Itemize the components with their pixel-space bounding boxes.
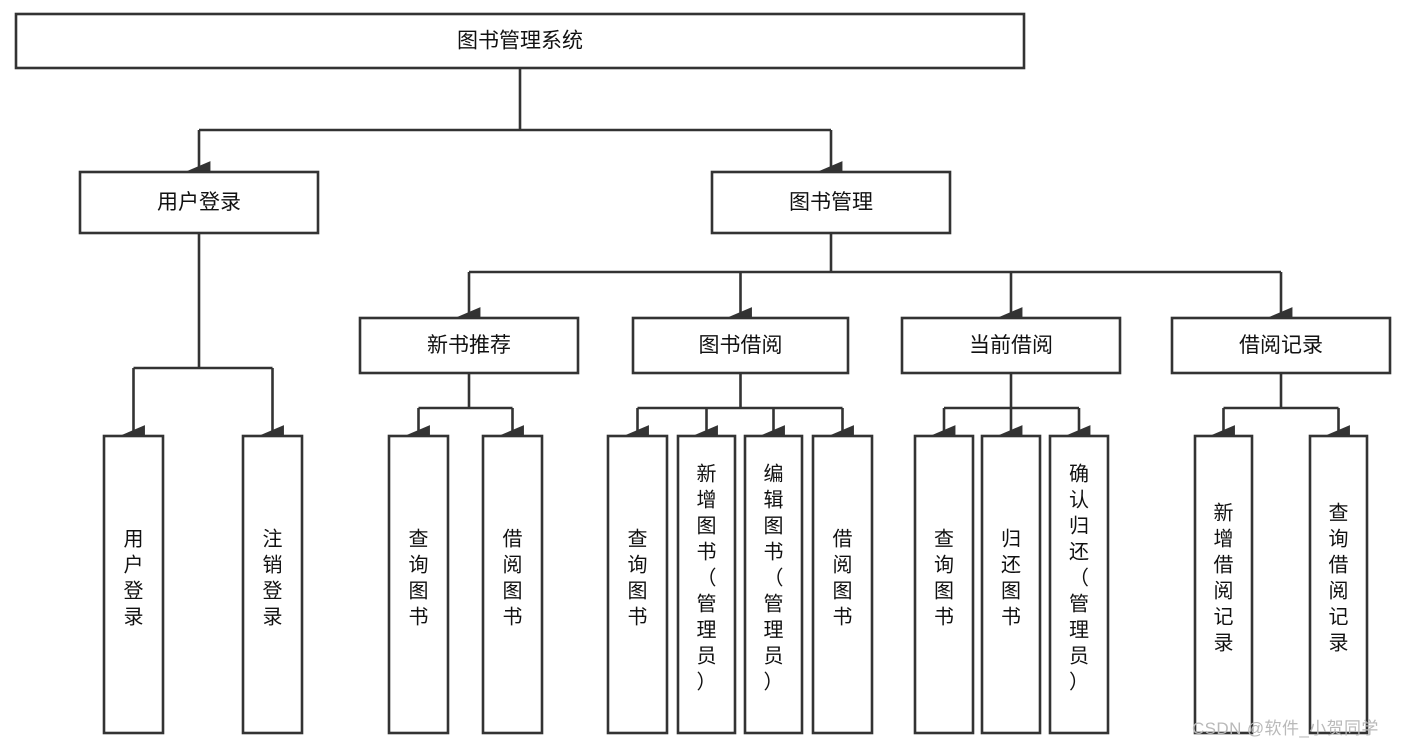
node-label: 图书管理系统 <box>457 30 583 53</box>
node-box <box>387 434 450 735</box>
node-box <box>980 434 1042 735</box>
node-box <box>710 170 952 235</box>
node-label: 查询图书 <box>934 528 954 629</box>
node-leaf-query-book-rec[interactable]: 查询图书 <box>387 434 450 735</box>
node-leaf-borrow-book-rec[interactable]: 借阅图书 <box>481 434 544 735</box>
node-root[interactable]: 图书管理系统 <box>14 12 1026 70</box>
node-user-login[interactable]: 用户登录 <box>78 170 320 235</box>
node-box <box>1048 434 1110 735</box>
node-label: 新增图书（管理员） <box>697 463 717 694</box>
node-box <box>900 316 1122 375</box>
node-label: 用户登录 <box>157 191 241 214</box>
node-box <box>743 434 804 735</box>
node-leaf-borrow-book[interactable]: 借阅图书 <box>811 434 874 735</box>
node-box <box>676 434 737 735</box>
node-box <box>102 434 165 735</box>
node-label: 新书推荐 <box>427 334 511 357</box>
node-label: 借阅记录 <box>1239 334 1323 357</box>
node-box <box>913 434 975 735</box>
node-label: 注销登录 <box>263 528 283 629</box>
node-box <box>14 12 1026 70</box>
node-label: 用户登录 <box>124 529 144 629</box>
node-box <box>358 316 580 375</box>
node-label: 编辑图书（管理员） <box>764 463 784 694</box>
node-box <box>1308 434 1369 735</box>
node-leaf-query-book[interactable]: 查询图书 <box>606 434 669 735</box>
node-leaf-add-record[interactable]: 新增借阅记录 <box>1193 434 1254 735</box>
node-box <box>241 434 304 735</box>
node-box <box>1170 316 1392 375</box>
node-label: 查询图书 <box>628 528 648 629</box>
node-box <box>811 434 874 735</box>
node-label: 图书借阅 <box>699 334 783 357</box>
node-leaf-edit-book[interactable]: 编辑图书（管理员） <box>743 434 804 735</box>
node-box <box>78 170 320 235</box>
node-box <box>606 434 669 735</box>
node-leaf-confirm-return[interactable]: 确认归还（管理员） <box>1048 434 1110 735</box>
node-label: 归还图书 <box>1001 528 1021 629</box>
node-label: 借阅图书 <box>833 528 853 629</box>
node-book-manage[interactable]: 图书管理 <box>710 170 952 235</box>
node-leaf-query-record[interactable]: 查询借阅记录 <box>1308 434 1369 735</box>
node-label: 借阅图书 <box>503 528 523 629</box>
node-label: 查询借阅记录 <box>1329 502 1349 655</box>
node-label: 图书管理 <box>789 191 873 214</box>
node-book-borrow[interactable]: 图书借阅 <box>631 316 850 375</box>
node-borrow-record[interactable]: 借阅记录 <box>1170 316 1392 375</box>
node-new-book-rec[interactable]: 新书推荐 <box>358 316 580 375</box>
node-label: 当前借阅 <box>969 334 1053 357</box>
connector-edges <box>120 68 1350 446</box>
node-box <box>1193 434 1254 735</box>
node-leaf-return-book[interactable]: 归还图书 <box>980 434 1042 735</box>
node-group: 图书管理系统用户登录图书管理新书推荐图书借阅当前借阅借阅记录用户登录注销登录查询… <box>14 12 1392 735</box>
node-leaf-user-login[interactable]: 用户登录 <box>102 434 165 735</box>
node-leaf-add-book[interactable]: 新增图书（管理员） <box>676 434 737 735</box>
node-leaf-query-book-cur[interactable]: 查询图书 <box>913 434 975 735</box>
node-box <box>481 434 544 735</box>
node-current-borrow[interactable]: 当前借阅 <box>900 316 1122 375</box>
node-label: 确认归还（管理员） <box>1069 463 1089 694</box>
node-label: 查询图书 <box>409 528 429 629</box>
node-box <box>631 316 850 375</box>
node-leaf-logout[interactable]: 注销登录 <box>241 434 304 735</box>
node-label: 新增借阅记录 <box>1214 502 1234 655</box>
